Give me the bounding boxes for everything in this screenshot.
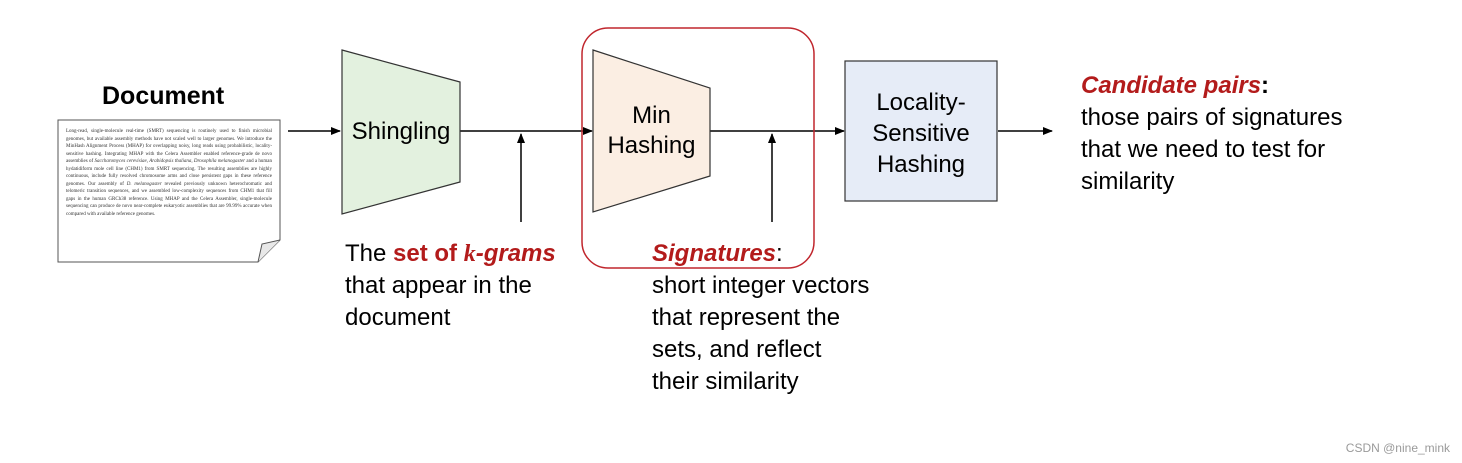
- kgrams-annotation: The set of k-grams that appear in the do…: [345, 238, 556, 334]
- signatures-line: their similarity: [652, 368, 799, 395]
- shingling-trapezoid: [341, 49, 461, 215]
- min-hashing-trapezoid: [592, 49, 711, 213]
- signatures-annotation: Signatures: short integer vectors that r…: [652, 238, 869, 398]
- document-page-icon: [57, 119, 281, 263]
- candidate-pairs-line: that we need to test for: [1081, 136, 1326, 163]
- min-hashing-highlight-frame: [581, 27, 815, 269]
- kgrams-line-2: that appear in the: [345, 272, 532, 299]
- signatures-line: that represent the: [652, 304, 841, 331]
- document-page-text: Long-read, single-molecule real-time (SM…: [66, 129, 273, 217]
- candidate-pairs-line: similarity: [1081, 168, 1175, 195]
- shingling-label: Shingling: [351, 118, 451, 145]
- lsh-line: Hashing: [876, 151, 966, 178]
- signatures-line: sets, and reflect: [652, 336, 822, 363]
- lsh-label: Locality- Sensitive Hashing: [845, 87, 997, 180]
- candidate-pairs-line: those pairs of signatures: [1081, 104, 1343, 131]
- signatures-heading: Signatures:: [652, 240, 783, 267]
- document-title: Document: [102, 82, 225, 110]
- min-hashing-label: Min Hashing: [593, 101, 710, 161]
- kgrams-line-3: document: [345, 304, 451, 331]
- watermark: CSDN @nine_mink: [1345, 441, 1450, 455]
- candidate-pairs-annotation: Candidate pairs: those pairs of signatur…: [1081, 70, 1342, 198]
- min-hashing-line: Hashing: [607, 132, 696, 159]
- min-hashing-line: Min: [632, 102, 671, 129]
- kgrams-line-1: The set of k-grams: [345, 240, 556, 267]
- signatures-line: short integer vectors: [652, 272, 870, 299]
- lsh-line: Locality-: [876, 89, 966, 116]
- lsh-box: [844, 60, 998, 202]
- lsh-line: Sensitive: [872, 120, 970, 147]
- candidate-pairs-heading: Candidate pairs:: [1081, 72, 1270, 99]
